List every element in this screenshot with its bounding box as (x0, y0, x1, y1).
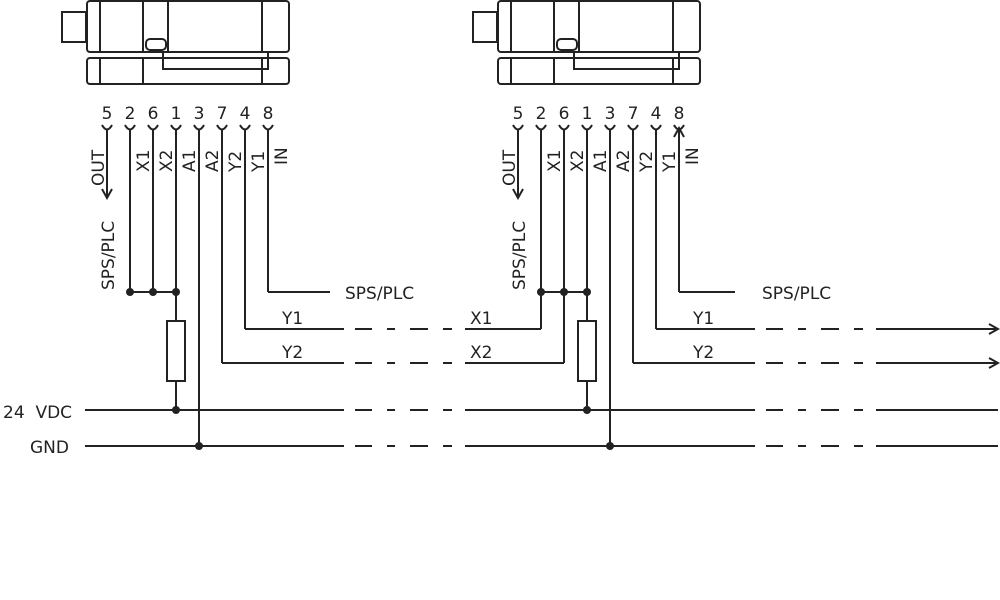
terminal-icon (239, 124, 251, 131)
pin-label-out: OUT (89, 149, 109, 186)
junction-dot (583, 288, 591, 296)
pin-label: X1 (545, 150, 565, 172)
pin-number: 8 (674, 104, 685, 124)
terminal-icon (627, 124, 639, 131)
terminal-icon (604, 124, 616, 131)
pin-number: 6 (559, 104, 570, 124)
pin-label: Y1 (660, 151, 680, 173)
pin-number: 1 (171, 104, 182, 124)
pin-number: 5 (102, 104, 113, 124)
pin-number: 7 (628, 104, 639, 124)
terminal-icon (124, 124, 136, 131)
connector-plug (61, 11, 87, 43)
device-housing-bottom (86, 57, 290, 85)
x1-label-right: X1 (470, 309, 492, 329)
terminal-icon (170, 124, 182, 131)
terminal-icon (262, 124, 274, 131)
pin-label: A1 (591, 150, 611, 172)
pin-number: 3 (605, 104, 616, 124)
pin-label: Y2 (637, 151, 657, 173)
y1-label-right: Y1 (692, 309, 714, 329)
pin-number: 8 (263, 104, 274, 124)
pin-number: 2 (536, 104, 547, 124)
ground-rail-label: GND (30, 438, 69, 458)
fuse-icon (577, 320, 597, 382)
connector-plug (472, 11, 498, 43)
supply-rail-label: 24 VDC (3, 403, 72, 423)
wires (85, 128, 998, 450)
pin-label: X2 (157, 150, 177, 172)
junction-dot (172, 288, 180, 296)
led-indicator-icon (556, 38, 578, 51)
pin-number: 4 (240, 104, 251, 124)
pin-number: 2 (125, 104, 136, 124)
mounting-bracket (162, 51, 269, 70)
terminal-icon (535, 124, 547, 131)
terminal-icon (581, 124, 593, 131)
terminal-icon (216, 124, 228, 131)
device-housing-bottom (497, 57, 701, 85)
plc-label-right: SPS/PLC (762, 284, 831, 304)
terminal-icon (558, 124, 570, 131)
device-housing-top (86, 0, 290, 53)
y2-label-left: Y2 (281, 343, 303, 363)
side-plc-label-left: SPS/PLC (99, 221, 119, 290)
pin-label: Y1 (249, 151, 269, 173)
terminal-icon (512, 124, 524, 131)
pin-number: 3 (194, 104, 205, 124)
device-housing-top (497, 0, 701, 53)
y1-label-left: Y1 (281, 309, 303, 329)
pin-label: A2 (203, 150, 223, 172)
pin-number: 4 (651, 104, 662, 124)
terminal-icon (193, 124, 205, 131)
pin-label: Y2 (226, 151, 246, 173)
pin-number: 5 (513, 104, 524, 124)
pin-number: 7 (217, 104, 228, 124)
terminal-icon (147, 124, 159, 131)
pin-number: 1 (582, 104, 593, 124)
pin-label: A2 (614, 150, 634, 172)
pin-label: X1 (134, 150, 154, 172)
terminal-icon (101, 124, 113, 131)
side-plc-label-right: SPS/PLC (510, 221, 530, 290)
mounting-bracket (573, 51, 680, 70)
pin-label-out: OUT (500, 149, 520, 186)
pin-label: IN (683, 147, 703, 165)
y2-label-right: Y2 (692, 343, 714, 363)
pin-number: 6 (148, 104, 159, 124)
fuse-icon (166, 320, 186, 382)
led-indicator-icon (145, 38, 167, 51)
x2-label-right: X2 (470, 343, 492, 363)
terminal-icon (650, 124, 662, 131)
pin-label: IN (272, 147, 292, 165)
pin-label: X2 (568, 150, 588, 172)
pin-label: A1 (180, 150, 200, 172)
plc-label-left: SPS/PLC (345, 284, 414, 304)
